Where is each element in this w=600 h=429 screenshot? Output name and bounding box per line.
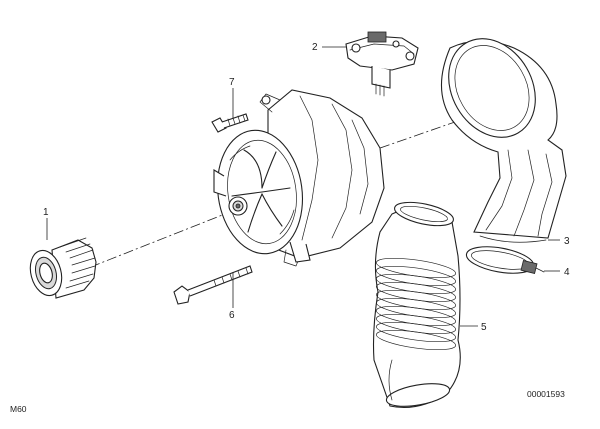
assembly-axis-upper: [379, 121, 456, 149]
callout-2: 2: [312, 42, 318, 53]
voltage-regulator-part[interactable]: [345, 31, 419, 97]
hose-clamp-part[interactable]: [464, 242, 545, 277]
pulley-part[interactable]: [26, 237, 97, 299]
model-code-label: M60: [10, 404, 27, 414]
short-bolt-part[interactable]: [211, 113, 249, 133]
drawing-number-label: 00001593: [527, 389, 565, 399]
assembly-axis: [39, 211, 231, 288]
callout-7: 7: [229, 77, 235, 88]
callout-1: 1: [43, 207, 49, 218]
callout-5: 5: [481, 322, 487, 333]
alternator-assembly: [213, 89, 385, 267]
callout-4: 4: [564, 267, 570, 278]
air-duct-part[interactable]: [431, 23, 567, 243]
callout-3: 3: [564, 236, 570, 247]
air-hose-part[interactable]: [372, 198, 461, 410]
long-bolt-part[interactable]: [173, 265, 253, 305]
leader-lines: [46, 46, 560, 327]
callout-6: 6: [229, 310, 235, 321]
